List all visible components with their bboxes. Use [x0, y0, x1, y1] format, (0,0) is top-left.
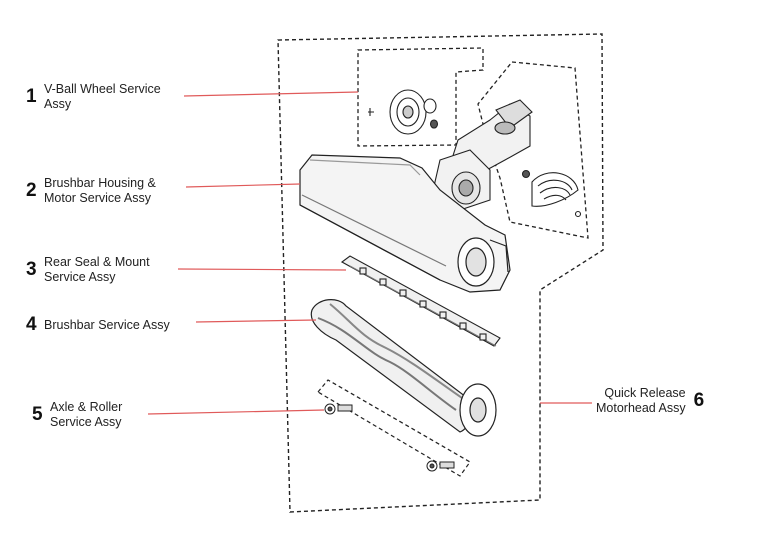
v-ball-wheel-part	[368, 89, 439, 135]
callout-label: Service Assy	[44, 270, 116, 284]
callout-label: Rear Seal & Mount	[44, 255, 150, 269]
callout-4: 4 Brushbar Service Assy	[26, 314, 170, 336]
leader-line-3	[177, 268, 347, 271]
callout-label: Motor Service Assy	[44, 191, 151, 205]
rear-seal-part	[340, 255, 501, 347]
callout-5: 5 Axle & Roller Service Assy	[32, 400, 122, 430]
leader-line-5	[147, 409, 325, 415]
neck-parts-boundary	[477, 61, 589, 239]
callout-label: Axle & Roller	[50, 400, 123, 414]
axle-roller-part	[324, 403, 455, 472]
leader-line-4	[195, 319, 317, 323]
callout-number: 1	[26, 86, 37, 107]
assembly-5-boundary	[317, 379, 471, 477]
callout-number: 5	[32, 404, 43, 425]
brushbar-part	[310, 299, 497, 437]
callout-label: Quick Release	[604, 386, 686, 400]
callout-label: Brushbar Housing &	[44, 176, 156, 190]
callout-label: Motorhead Assy	[596, 401, 686, 415]
brushbar-housing-part	[299, 154, 511, 293]
leader-line-2	[185, 183, 301, 188]
callout-label: V-Ball Wheel Service	[44, 82, 161, 96]
callout-label: Brushbar Service Assy	[44, 317, 170, 332]
rear-cover-part	[521, 169, 582, 218]
callout-2: 2 Brushbar Housing & Motor Service Assy	[26, 176, 156, 206]
callout-1: 1 V-Ball Wheel Service Assy	[26, 82, 161, 112]
callout-label: Assy	[44, 97, 72, 111]
callout-number: 2	[26, 180, 37, 201]
leader-line-1	[183, 91, 359, 97]
leader-lines	[147, 91, 592, 415]
callout-6: Quick Release Motorhead Assy 6	[596, 386, 712, 416]
callout-label: Service Assy	[50, 415, 122, 429]
callout-number: 6	[693, 390, 705, 411]
assembly-1-boundary	[357, 47, 484, 147]
callout-number: 4	[26, 314, 37, 335]
callout-number: 3	[26, 259, 37, 280]
assembly-6-boundary	[277, 33, 604, 513]
callout-3: 3 Rear Seal & Mount Service Assy	[26, 255, 150, 285]
neck-tube-part	[431, 99, 533, 211]
